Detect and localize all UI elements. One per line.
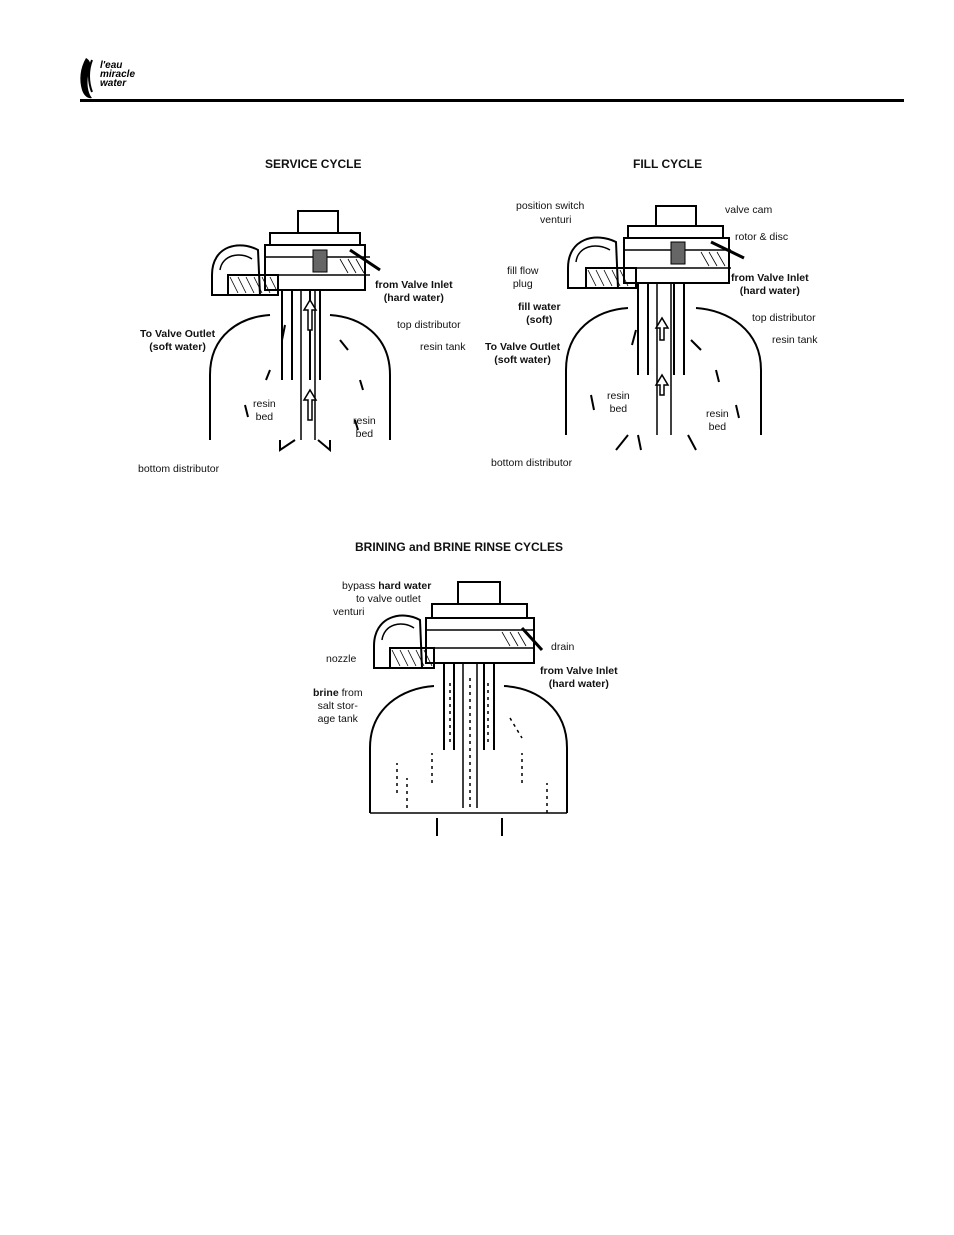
brine-cycle-diagram xyxy=(369,581,568,836)
fill-water-soft: fill water(soft) xyxy=(518,301,561,326)
service-resin-tank: resin tank xyxy=(420,341,466,353)
brine-from-valve-inlet: from Valve Inlet(hard water) xyxy=(540,665,618,690)
service-from-valve-inlet: from Valve Inlet (hard water) xyxy=(375,279,453,304)
fill-rotor-disc: rotor & disc xyxy=(735,231,789,243)
header-rule xyxy=(80,99,904,102)
fill-bottom-distributor: bottom distributor xyxy=(491,457,573,469)
company-logo: l'eau miracle water xyxy=(78,56,168,100)
water-drop-logo-icon xyxy=(80,58,93,99)
brine-venturi: venturi xyxy=(333,606,365,618)
fill-from-valve-inlet: from Valve Inlet(hard water) xyxy=(731,272,809,297)
fill-cycle-title: FILL CYCLE xyxy=(633,157,703,171)
fill-venturi: venturi xyxy=(540,214,572,226)
logo-line-3: water xyxy=(100,78,127,89)
fill-cycle-diagram xyxy=(565,205,762,451)
service-bottom-distributor: bottom distributor xyxy=(138,463,220,475)
service-top-distributor: top distributor xyxy=(397,319,461,331)
brine-to-valve-outlet: to valve outlet xyxy=(356,593,421,605)
service-cycle-diagram xyxy=(209,210,391,453)
brine-cycle-title: BRINING and BRINE RINSE CYCLES xyxy=(355,540,564,554)
fill-resin-tank: resin tank xyxy=(772,334,818,346)
fill-position-switch: position switch xyxy=(516,200,585,212)
fill-valve-cam: valve cam xyxy=(725,204,773,216)
fill-to-valve-outlet: To Valve Outlet(soft water) xyxy=(485,341,561,366)
logo-line-1: l'eau xyxy=(100,60,123,71)
brine-from-salt-tank: brine from salt stor- age tank xyxy=(313,687,363,725)
service-cycle-title: SERVICE CYCLE xyxy=(265,157,362,171)
fill-top-distributor: top distributor xyxy=(752,312,816,324)
logo-line-2: miracle xyxy=(100,69,136,80)
brine-nozzle: nozzle xyxy=(326,653,357,665)
service-to-valve-outlet: To Valve Outlet (soft water) xyxy=(140,328,216,353)
brine-drain: drain xyxy=(551,641,575,653)
brine-bypass-hard-water: bypass hard water xyxy=(342,580,432,592)
